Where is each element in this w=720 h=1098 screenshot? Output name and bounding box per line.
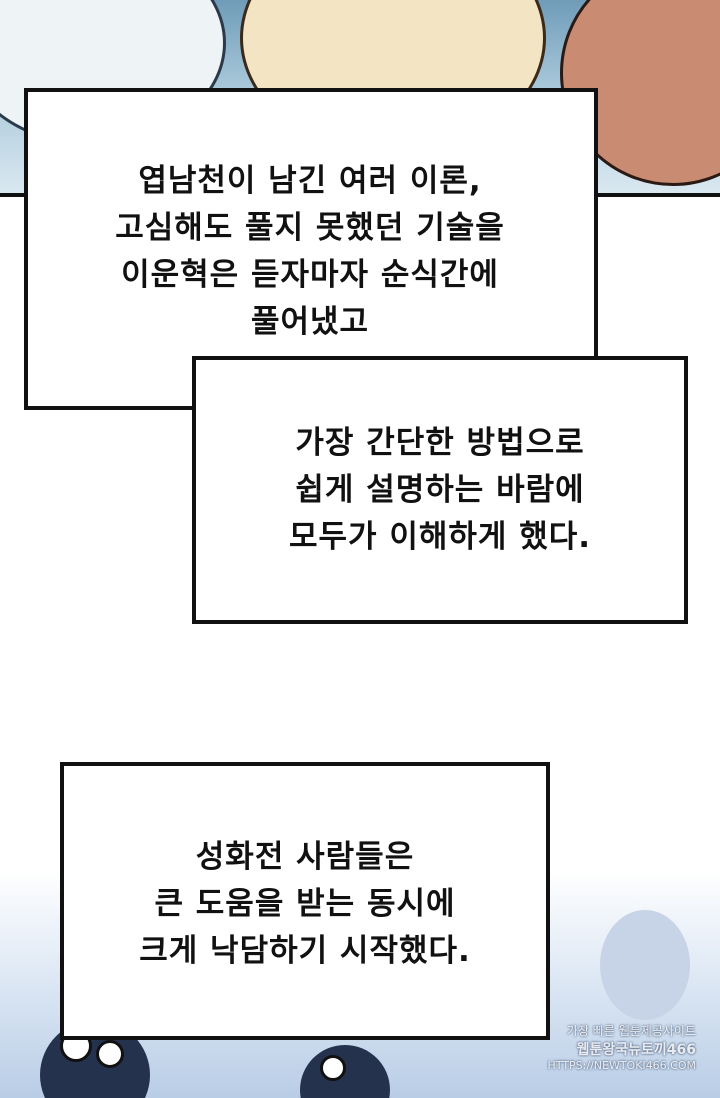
watermark-line: 가장 빠른 웹툰제공사이트 [566, 1024, 696, 1038]
narration-line: 모두가 이해하게 했다. [288, 519, 592, 555]
narration-box-3 [60, 762, 550, 1040]
site-watermark: 가장 빠른 웹툰제공사이트 웹툰왕국뉴토끼466 HTTPS://NEWTOKI… [548, 1022, 696, 1072]
narration-line: 크게 낙담하기 시작했다. [139, 933, 471, 969]
narration-line: 쉽게 설명하는 바람에 [295, 472, 585, 508]
watermark-line: HTTPS://NEWTOKI466.COM [547, 1059, 696, 1072]
narration-line: 큰 도움을 받는 동시에 [154, 886, 456, 922]
creature-eye [96, 1040, 124, 1068]
narration-line: 성화전 사람들은 [195, 839, 415, 875]
narration-text-2: 가장 간단한 방법으로 쉽게 설명하는 바람에 모두가 이해하게 했다. [220, 420, 660, 561]
narration-line: 이운혁은 듣자마자 순식간에 [121, 257, 499, 293]
narration-text-1: 엽남천이 남긴 여러 이론, 고심해도 풀지 못했던 기술을 이운혁은 듣자마자… [40, 158, 580, 346]
narration-line: 풀어냈고 [250, 304, 370, 340]
narration-line: 가장 간단한 방법으로 [295, 425, 585, 461]
narration-text-3: 성화전 사람들은 큰 도움을 받는 동시에 크게 낙담하기 시작했다. [70, 834, 540, 975]
watermark-line: 웹툰왕국뉴토끼466 [576, 1042, 696, 1058]
narration-line: 엽남천이 남긴 여러 이론, [138, 163, 482, 199]
box-merge-mask [196, 360, 594, 406]
creature-eye [320, 1055, 346, 1081]
narration-line: 고심해도 풀지 못했던 기술을 [115, 210, 505, 246]
creature-blob [600, 910, 690, 1020]
